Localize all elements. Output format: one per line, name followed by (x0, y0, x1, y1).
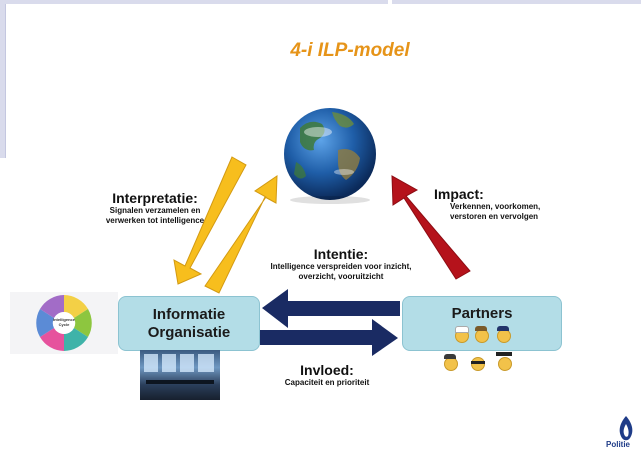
partner-avatar-4 (444, 357, 458, 371)
intentie-heading: Intentie: (313, 246, 369, 262)
invloed-label: Invloed: Capaciteit en prioriteit (272, 362, 382, 388)
globe-icon (284, 108, 376, 204)
informatie-organisatie-box: Informatie Organisatie (118, 296, 260, 351)
graduation-cap-icon (496, 352, 512, 356)
impact-line2: verstoren en vervolgen (450, 212, 539, 221)
top-edge-panel-right (392, 0, 641, 4)
partners-box: Partners (402, 296, 562, 351)
partners-label: Partners (451, 305, 513, 322)
left-edge-panel (0, 0, 6, 158)
interpretatie-line2: verwerken tot intelligence (105, 216, 205, 225)
interpretatie-heading: Interpretatie: (112, 190, 198, 206)
yellow-arrow-up (204, 175, 278, 294)
politie-logo-text: Politie (606, 440, 631, 449)
sunglasses-icon (471, 361, 485, 364)
police-cap-icon (497, 326, 509, 331)
helmet-icon (444, 354, 456, 359)
partner-avatar-6 (498, 357, 512, 371)
cycle-center-line2: Cycle (58, 322, 70, 327)
invloed-heading: Invloed: (300, 362, 354, 378)
page-title: 4-i ILP-model (290, 40, 410, 61)
cycle-center-line1: Intelligence (52, 317, 75, 322)
chef-hat-icon (455, 326, 469, 333)
intentie-line2: overzicht, vooruitzicht (298, 272, 384, 281)
navy-arrow-right (260, 319, 398, 356)
interpretatie-line1: Signalen verzamelen en (109, 206, 201, 215)
intentie-label: Intentie: Intelligence verspreiden voor … (258, 246, 424, 282)
impact-label: Impact: Verkennen, voorkomen, verstoren … (434, 186, 564, 222)
red-arrow-up (391, 175, 471, 280)
navy-arrow-left (262, 289, 400, 328)
impact-heading: Impact: (434, 186, 484, 202)
yellow-arrow-down (173, 156, 247, 285)
office-photo (140, 350, 220, 400)
partner-avatar-2 (475, 329, 489, 343)
top-edge-panel (0, 0, 388, 4)
informatie-line1: Informatie (152, 305, 226, 323)
hat-icon (475, 326, 487, 331)
politie-logo-icon (619, 416, 633, 441)
intentie-line1: Intelligence verspreiden voor inzicht, (270, 262, 412, 271)
impact-line1: Verkennen, voorkomen, (450, 202, 541, 211)
intelligence-cycle-graphic: Intelligence Cycle (10, 292, 118, 354)
partner-avatar-3 (497, 329, 511, 343)
partner-avatar-5 (471, 357, 485, 371)
organisatie-line2: Organisatie (147, 323, 231, 341)
invloed-line1: Capaciteit en prioriteit (284, 378, 370, 387)
cycle-wheel-icon (36, 295, 92, 351)
interpretatie-label: Interpretatie: Signalen verzamelen en ve… (80, 190, 230, 226)
